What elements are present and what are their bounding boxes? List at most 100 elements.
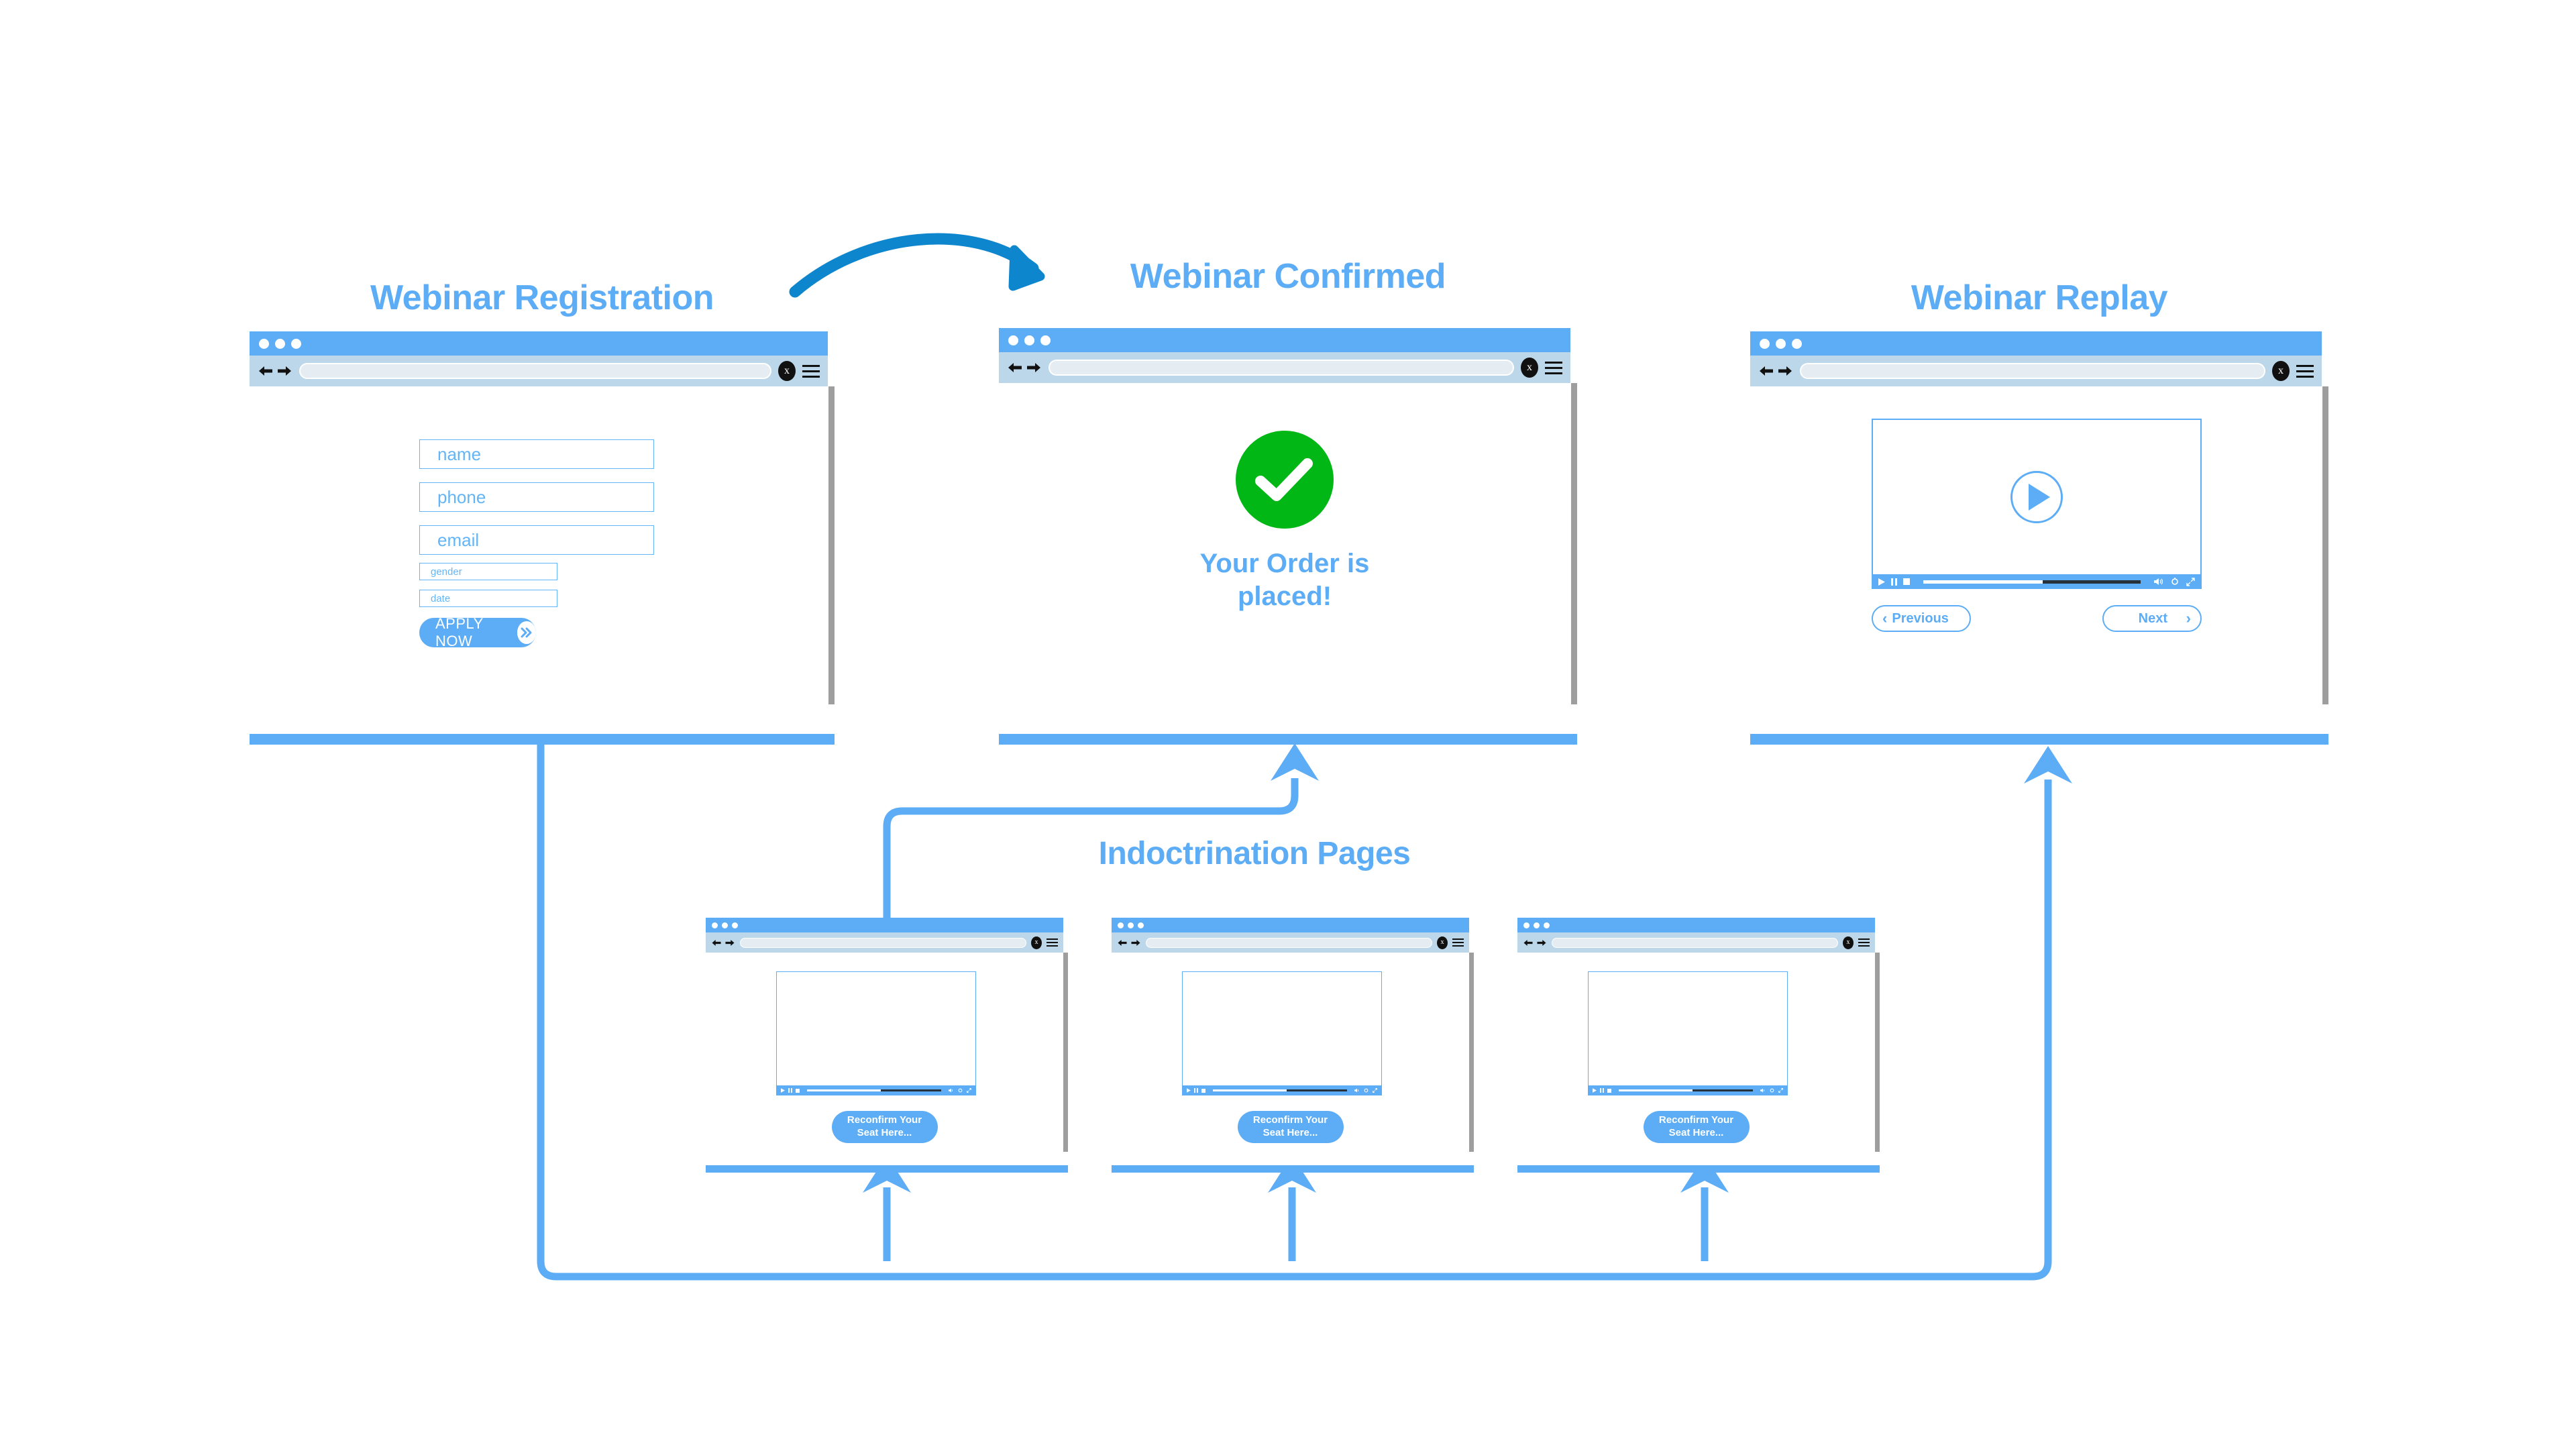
window-dot-minimize[interactable]	[275, 338, 285, 349]
volume-icon[interactable]	[1354, 1088, 1360, 1093]
forward-arrow-icon[interactable]	[1536, 938, 1547, 947]
volume-icon[interactable]	[1760, 1088, 1766, 1093]
url-input[interactable]	[1800, 363, 2265, 379]
menu-icon[interactable]	[1858, 938, 1870, 947]
close-icon[interactable]: x	[2272, 361, 2290, 381]
back-arrow-icon[interactable]	[1007, 361, 1023, 374]
back-arrow-icon[interactable]	[258, 364, 274, 378]
scrollbar-vertical[interactable]	[1063, 953, 1068, 1152]
video-player[interactable]	[1588, 971, 1788, 1095]
fullscreen-icon[interactable]	[967, 1088, 971, 1093]
menu-icon[interactable]	[1545, 361, 1562, 374]
play-icon[interactable]	[781, 1088, 785, 1093]
window-dot-maximize[interactable]	[1040, 335, 1051, 345]
window-dot-minimize[interactable]	[1128, 922, 1134, 928]
email-field[interactable]: email	[419, 525, 654, 555]
gender-field[interactable]: gender	[419, 563, 557, 580]
play-button-large[interactable]	[2010, 471, 2063, 523]
phone-field[interactable]: phone	[419, 482, 654, 512]
url-input[interactable]	[1146, 937, 1432, 948]
video-screen[interactable]	[1588, 971, 1788, 1085]
back-arrow-icon[interactable]	[1758, 364, 1774, 378]
forward-arrow-icon[interactable]	[1130, 938, 1141, 947]
window-dot-minimize[interactable]	[1024, 335, 1034, 345]
window-dot-maximize[interactable]	[1792, 338, 1802, 349]
fullscreen-icon[interactable]	[1373, 1088, 1377, 1093]
volume-icon[interactable]	[949, 1088, 954, 1093]
apply-now-button[interactable]: APPLY NOW	[419, 615, 536, 649]
video-screen[interactable]	[1182, 971, 1382, 1085]
window-dot-maximize[interactable]	[732, 922, 738, 928]
scrollbar-vertical[interactable]	[1875, 953, 1880, 1152]
window-dot-close[interactable]	[712, 922, 718, 928]
gear-icon[interactable]	[1364, 1088, 1368, 1093]
close-icon[interactable]: x	[1437, 936, 1448, 949]
forward-arrow-icon[interactable]	[1777, 364, 1793, 378]
volume-icon[interactable]	[2154, 578, 2163, 586]
stop-icon[interactable]	[796, 1088, 800, 1093]
pause-icon[interactable]	[788, 1088, 792, 1093]
close-icon[interactable]: x	[778, 361, 796, 381]
gear-icon[interactable]	[1770, 1088, 1774, 1093]
reconfirm-seat-button-3[interactable]: Reconfirm Your Seat Here...	[1643, 1111, 1750, 1143]
back-arrow-icon[interactable]	[711, 938, 722, 947]
previous-button[interactable]: ‹ Previous	[1872, 605, 1971, 632]
video-player[interactable]	[1872, 419, 2202, 589]
window-dot-close[interactable]	[1008, 335, 1018, 345]
forward-arrow-icon[interactable]	[724, 938, 735, 947]
play-icon[interactable]	[1593, 1088, 1597, 1093]
video-screen[interactable]	[1872, 419, 2202, 574]
scrollbar-vertical[interactable]	[1469, 953, 1474, 1152]
window-dot-maximize[interactable]	[1138, 922, 1144, 928]
gear-icon[interactable]	[2171, 578, 2179, 586]
fullscreen-icon[interactable]	[2186, 577, 2195, 586]
next-button[interactable]: Next ›	[2102, 605, 2202, 632]
menu-icon[interactable]	[1452, 938, 1464, 947]
scrollbar-vertical[interactable]	[2322, 386, 2328, 704]
pause-icon[interactable]	[1194, 1088, 1198, 1093]
pause-icon[interactable]	[1891, 578, 1897, 586]
window-dot-close[interactable]	[1523, 922, 1529, 928]
close-icon[interactable]: x	[1843, 936, 1854, 949]
video-progress-bar[interactable]	[1619, 1089, 1753, 1091]
video-progress-bar[interactable]	[1213, 1089, 1347, 1091]
url-input[interactable]	[1049, 360, 1514, 376]
fullscreen-icon[interactable]	[1778, 1088, 1783, 1093]
back-arrow-icon[interactable]	[1523, 938, 1534, 947]
window-dot-close[interactable]	[1118, 922, 1124, 928]
close-icon[interactable]: x	[1031, 936, 1042, 949]
scrollbar-vertical[interactable]	[828, 386, 835, 704]
video-screen[interactable]	[776, 971, 976, 1085]
close-icon[interactable]: x	[1521, 358, 1538, 378]
menu-icon[interactable]	[2296, 364, 2314, 378]
video-progress-bar[interactable]	[807, 1089, 941, 1091]
forward-arrow-icon[interactable]	[276, 364, 292, 378]
stop-icon[interactable]	[1903, 578, 1910, 585]
url-input[interactable]	[1552, 937, 1838, 948]
scrollbar-vertical[interactable]	[1571, 383, 1577, 704]
play-icon[interactable]	[1878, 578, 1885, 586]
window-dot-minimize[interactable]	[1534, 922, 1540, 928]
stop-icon[interactable]	[1607, 1088, 1611, 1093]
gear-icon[interactable]	[958, 1088, 963, 1093]
play-icon[interactable]	[1187, 1088, 1191, 1093]
stop-icon[interactable]	[1201, 1088, 1205, 1093]
reconfirm-seat-button-1[interactable]: Reconfirm Your Seat Here...	[831, 1111, 938, 1143]
window-dot-minimize[interactable]	[1776, 338, 1786, 349]
forward-arrow-icon[interactable]	[1026, 361, 1042, 374]
window-dot-minimize[interactable]	[722, 922, 728, 928]
window-dot-close[interactable]	[259, 338, 269, 349]
pause-icon[interactable]	[1600, 1088, 1604, 1093]
url-input[interactable]	[299, 363, 771, 379]
menu-icon[interactable]	[802, 364, 820, 378]
window-dot-maximize[interactable]	[1544, 922, 1550, 928]
window-dot-maximize[interactable]	[291, 338, 301, 349]
video-player[interactable]	[776, 971, 976, 1095]
video-player[interactable]	[1182, 971, 1382, 1095]
menu-icon[interactable]	[1046, 938, 1058, 947]
url-input[interactable]	[740, 937, 1026, 948]
video-progress-bar[interactable]	[1923, 580, 2141, 584]
date-field[interactable]: date	[419, 590, 557, 607]
window-dot-close[interactable]	[1760, 338, 1770, 349]
reconfirm-seat-button-2[interactable]: Reconfirm Your Seat Here...	[1237, 1111, 1344, 1143]
